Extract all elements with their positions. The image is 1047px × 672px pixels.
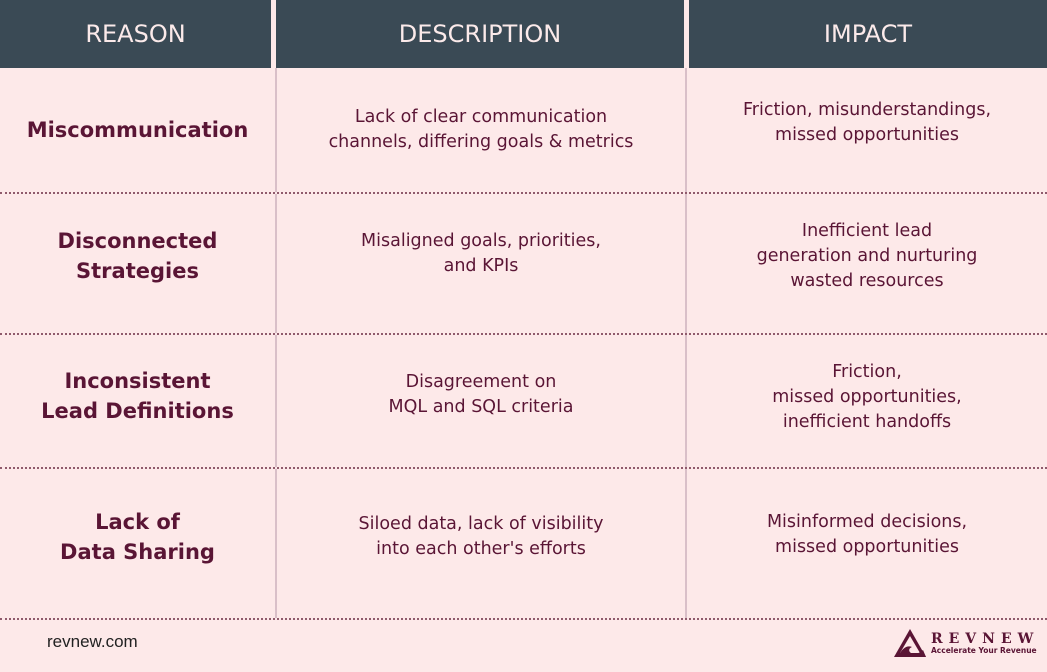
table-row: Inconsistent Lead Definitions Disagreeme…: [0, 335, 1047, 469]
reason-cell: Disconnected Strategies: [0, 194, 275, 333]
logo-name: REVNEW: [931, 630, 1040, 647]
logo-text: REVNEW Accelerate Your Revenue: [931, 632, 1039, 655]
reason-cell: Miscommunication: [0, 68, 275, 192]
table-row: Disconnected Strategies Misaligned goals…: [0, 194, 1047, 335]
description-text: Disagreement on MQL and SQL criteria: [388, 372, 574, 417]
reason-cell: Inconsistent Lead Definitions: [0, 335, 275, 467]
table-row: Lack of Data Sharing Siloed data, lack o…: [0, 469, 1047, 620]
impact-cell: Misinformed decisions, missed opportunit…: [685, 469, 1047, 618]
description-cell: Misaligned goals, priorities, and KPIs: [275, 194, 685, 333]
table-row: Miscommunication Lack of clear communica…: [0, 68, 1047, 194]
impact-text: Friction, misunderstandings, missed oppo…: [742, 100, 992, 145]
header-impact: IMPACT: [689, 0, 1047, 68]
description-text: Lack of clear communication channels, di…: [328, 107, 634, 152]
reason-text: Disconnected Strategies: [57, 228, 218, 283]
reason-text: Inconsistent Lead Definitions: [41, 369, 234, 423]
logo-tagline: Accelerate Your Revenue: [931, 645, 1037, 655]
footer-url: revnew.com: [47, 632, 138, 651]
impact-cell: Friction, misunderstandings, missed oppo…: [685, 68, 1047, 192]
impact-cell: Friction, missed opportunities, ineffici…: [685, 335, 1047, 467]
reason-text: Miscommunication: [26, 118, 249, 142]
description-cell: Disagreement on MQL and SQL criteria: [275, 335, 685, 467]
impact-text: Friction, missed opportunities, ineffici…: [772, 361, 962, 432]
impact-text: Inefficient lead generation and nurturin…: [756, 221, 978, 291]
table-header: REASON DESCRIPTION IMPACT: [0, 0, 1047, 68]
mountain-wave-icon: [894, 629, 926, 657]
reason-text: Lack of Data Sharing: [60, 509, 215, 564]
description-cell: Lack of clear communication channels, di…: [275, 68, 685, 192]
description-text: Misaligned goals, priorities, and KPIs: [361, 230, 601, 276]
description-cell: Siloed data, lack of visibility into eac…: [275, 469, 685, 618]
revnew-logo: REVNEW Accelerate Your Revenue: [893, 628, 1039, 658]
description-text: Siloed data, lack of visibility into eac…: [358, 513, 604, 559]
reason-cell: Lack of Data Sharing: [0, 469, 275, 618]
impact-text: Misinformed decisions, missed opportunit…: [766, 511, 968, 557]
header-reason: REASON: [0, 0, 271, 68]
header-description: DESCRIPTION: [276, 0, 684, 68]
comparison-table: REASON DESCRIPTION IMPACT Miscommunicati…: [0, 0, 1047, 620]
impact-cell: Inefficient lead generation and nurturin…: [685, 194, 1047, 333]
